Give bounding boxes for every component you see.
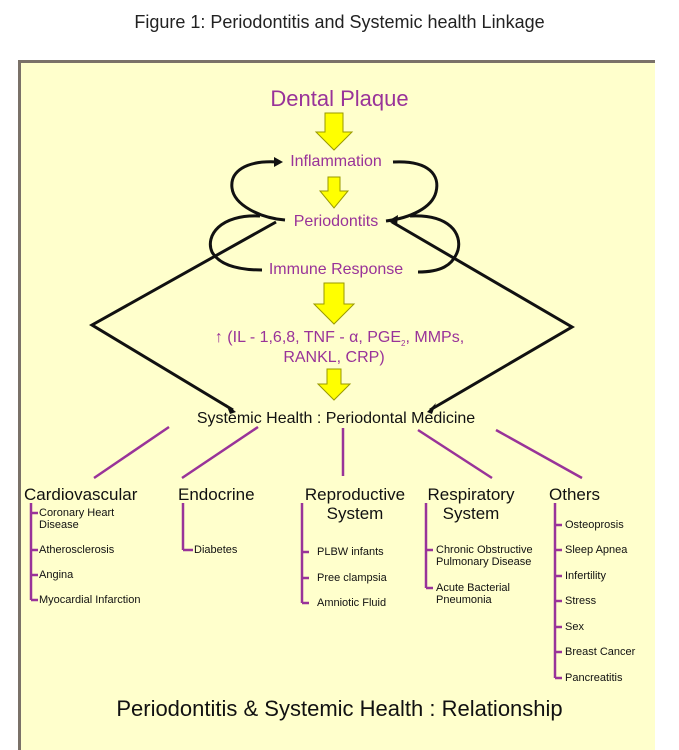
item-copd-line1: Chronic Obstructive	[436, 544, 533, 556]
diagram-panel	[18, 60, 655, 750]
loop-right-lower	[409, 214, 461, 274]
node-inflammation: Inflammation	[290, 153, 382, 170]
node-mediators-line1: ↑ (IL - 1,6,8, TNF - α, PGE2, MMPs,	[0, 329, 679, 348]
loop-left-lower	[208, 214, 263, 272]
list-item: Infertility	[565, 570, 606, 582]
list-item: Stress	[565, 595, 597, 607]
arrow-inflammation-to-periodontits	[318, 176, 350, 209]
list-item: PLBW infants	[317, 546, 384, 558]
diamond-arrowhead-right	[427, 403, 436, 414]
item-pneumonia-line1: Acute Bacterial	[436, 582, 510, 594]
diamond-right	[391, 220, 575, 412]
category-endocrine: Endocrine	[178, 485, 255, 504]
category-respiratory-line1: Respiratory	[427, 485, 515, 504]
node-systemic-health: Systemic Health : Periodontal Medicine	[196, 410, 476, 427]
list-item: Pree clampsia	[317, 572, 387, 584]
item-copd-line2: Pulmonary Disease	[436, 556, 532, 568]
node-immune-response: Immune Response	[268, 261, 404, 278]
list-item: Breast Cancer	[565, 646, 636, 658]
connector-endocrine	[181, 425, 259, 480]
diamond-lines	[89, 220, 575, 412]
connector-cardiovascular	[93, 425, 170, 480]
diagram-caption: Periodontitis & Systemic Health : Relati…	[116, 696, 563, 721]
item-coronary-line1: Coronary Heart	[39, 507, 115, 519]
list-item: Sex	[565, 621, 584, 633]
diamond-left	[89, 220, 277, 412]
connector-respiratory	[417, 428, 493, 480]
category-respiratory: Respiratory System	[421, 485, 521, 523]
arrow-immune-to-mediators	[312, 282, 356, 325]
list-item: Sleep Apnea	[565, 544, 628, 556]
mediators-subscript: 2	[401, 339, 406, 349]
category-reproductive-line2: System	[326, 504, 384, 523]
list-item: Myocardial Infarction	[39, 594, 141, 606]
mediators-prefix: ↑ (IL - 1,6,8, TNF - α, PGE	[214, 329, 402, 346]
node-mediators-line2: RANKL, CRP)	[283, 349, 385, 366]
list-item: Osteoprosis	[565, 519, 624, 531]
category-respiratory-line2: System	[442, 504, 500, 523]
arrow-plaque-to-inflammation	[314, 112, 354, 151]
item-coronary-line2: Disease	[39, 519, 79, 531]
category-reproductive-line1: Reproductive	[304, 485, 406, 504]
category-others: Others	[549, 485, 601, 504]
connector-others	[495, 428, 583, 480]
mediators-suffix: , MMPs,	[405, 329, 465, 346]
item-pneumonia-line2: Pneumonia	[436, 594, 492, 606]
feedback-loops	[208, 160, 461, 274]
list-item: Chronic Obstructive Pulmonary Disease	[436, 544, 533, 568]
loop-right-upper	[385, 160, 439, 223]
list-item: Atherosclerosis	[39, 544, 115, 556]
node-periodontits: Periodontits	[293, 213, 379, 230]
figure-title: Figure 1: Periodontitis and Systemic hea…	[134, 12, 545, 32]
list-item: Amniotic Fluid	[317, 597, 387, 609]
list-item: Angina	[39, 569, 74, 581]
list-item: Diabetes	[194, 544, 238, 556]
list-item: Coronary Heart Disease	[39, 507, 114, 531]
arrow-mediators-to-systemic	[316, 368, 352, 401]
category-cardiovascular: Cardiovascular	[24, 485, 138, 504]
list-item: Acute Bacterial Pneumonia	[436, 582, 510, 606]
category-brackets	[29, 503, 562, 680]
loop-arrowhead-inflammation	[274, 157, 283, 167]
list-item: Pancreatitis	[565, 672, 623, 684]
category-reproductive: Reproductive System	[297, 485, 413, 523]
loop-left-upper	[230, 160, 286, 222]
node-dental-plaque: Dental Plaque	[270, 86, 409, 111]
diamond-arrowhead-left	[226, 404, 236, 414]
category-connectors	[93, 425, 583, 480]
